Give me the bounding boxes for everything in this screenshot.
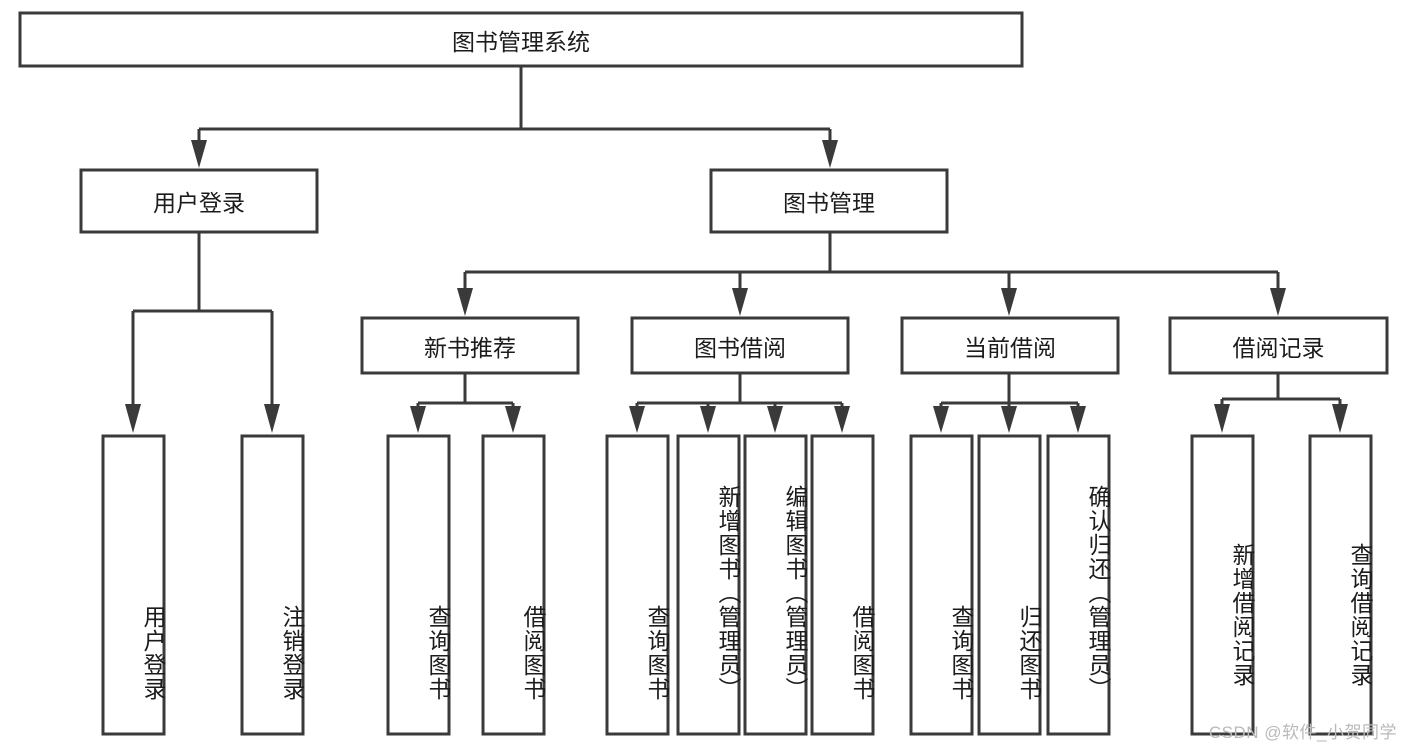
node-box-user-login[interactable]	[79, 168, 319, 234]
node-box-borrow-record[interactable]	[1168, 316, 1389, 375]
node-leaf-box-nbr-query-book[interactable]	[386, 434, 451, 736]
connectors-new-book-recommend-to-leaves	[410, 373, 521, 433]
node-leaf-box-bb-borrow-book[interactable]	[810, 434, 875, 736]
arrowhead-book-mgmt	[822, 140, 838, 168]
arrowhead-user-login	[191, 140, 207, 168]
arrowhead-leaf-user-login	[125, 404, 141, 433]
connectors-user-login-to-leaves	[125, 232, 280, 433]
arrowhead-bb-leaf-2	[700, 406, 716, 433]
arrowhead-leaf-logout	[264, 404, 280, 433]
node-box-book-borrow[interactable]	[630, 316, 850, 375]
node-leaf-box-bb-edit-book[interactable]	[743, 434, 808, 736]
node-box-current-borrow[interactable]	[900, 316, 1120, 375]
arrowhead-cb-leaf-3	[1070, 406, 1086, 433]
arrowhead-nbr-leaf-1	[410, 406, 426, 433]
node-leaf-box-br-query-record[interactable]	[1308, 434, 1373, 736]
node-leaf-box-logout[interactable]	[240, 434, 305, 736]
arrowhead-current-borrow	[1001, 288, 1017, 316]
node-leaf-box-nbr-borrow-book[interactable]	[481, 434, 546, 736]
node-leaf-box-cb-query-book[interactable]	[909, 434, 974, 736]
node-box-new-book-recommend[interactable]	[360, 316, 580, 375]
arrowhead-bb-leaf-3	[767, 406, 783, 433]
node-leaf-box-cb-return-book[interactable]	[977, 434, 1042, 736]
watermark-text: CSDN @软件_小贺同学	[1208, 723, 1397, 742]
arrowhead-bb-leaf-1	[629, 406, 645, 433]
node-leaf-box-user-login[interactable]	[101, 434, 166, 736]
node-leaf-box-bb-query-book[interactable]	[605, 434, 670, 736]
connectors-book-mgmt-to-level3	[457, 232, 1286, 316]
connectors-root-to-level2	[191, 66, 838, 168]
arrowhead-nbr-leaf-2	[505, 406, 521, 433]
connectors-current-borrow-to-leaves	[933, 373, 1086, 433]
node-box-book-management[interactable]	[709, 168, 949, 234]
arrowhead-br-leaf-2	[1332, 404, 1348, 433]
arrowhead-borrow-record	[1270, 288, 1286, 316]
arrowhead-bb-leaf-4	[834, 406, 850, 433]
arrowhead-cb-leaf-1	[933, 406, 949, 433]
node-leaf-box-br-add-record[interactable]	[1190, 434, 1255, 736]
connectors-borrow-record-to-leaves	[1214, 373, 1348, 433]
arrowhead-cb-leaf-2	[1001, 406, 1017, 433]
arrowhead-book-borrow	[732, 288, 748, 316]
connectors-book-borrow-to-leaves	[629, 373, 850, 433]
node-leaf-box-bb-add-book[interactable]	[676, 434, 741, 736]
node-leaf-box-cb-confirm-return[interactable]	[1046, 434, 1111, 736]
arrowhead-new-book-recommend	[457, 288, 473, 316]
arrowhead-br-leaf-1	[1214, 404, 1230, 433]
node-box-root[interactable]	[18, 11, 1024, 68]
